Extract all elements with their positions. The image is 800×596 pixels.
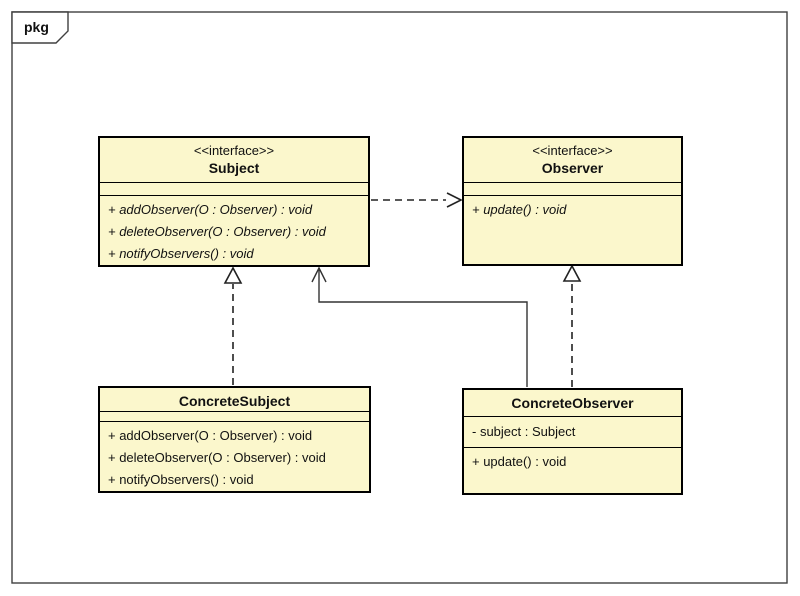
methods-compartment: + update() : void bbox=[464, 196, 681, 264]
class-subject[interactable]: <<interface>> Subject + addObserver(O : … bbox=[98, 136, 370, 267]
realization-concreteobserver-observer bbox=[562, 264, 582, 387]
method-line: + update() : void bbox=[472, 454, 567, 469]
stereotype-label: <<interface>> bbox=[532, 143, 613, 158]
open-arrowhead-icon bbox=[446, 192, 463, 208]
class-concrete-observer[interactable]: ConcreteObserver - subject : Subject + u… bbox=[462, 388, 683, 495]
class-title: ConcreteSubject bbox=[100, 388, 369, 413]
attributes-compartment bbox=[464, 183, 681, 196]
package-tab bbox=[11, 11, 69, 44]
attribute-line: - subject : Subject bbox=[472, 424, 576, 439]
method-line: + notifyObservers() : void bbox=[108, 246, 254, 261]
method-line: + notifyObservers() : void bbox=[108, 472, 254, 487]
methods-compartment: + addObserver(O : Observer) : void + del… bbox=[100, 422, 369, 491]
realization-concretesubject-subject bbox=[223, 266, 243, 385]
attributes-compartment bbox=[100, 183, 368, 196]
method-line: + addObserver(O : Observer) : void bbox=[108, 202, 313, 217]
package-tab-label: pkg bbox=[24, 19, 49, 35]
method-line: + deleteObserver(O : Observer) : void bbox=[108, 450, 326, 465]
stereotype-label: <<interface>> bbox=[193, 143, 275, 158]
class-name: Subject bbox=[208, 160, 260, 176]
attributes-compartment bbox=[100, 412, 369, 422]
attributes-compartment: - subject : Subject bbox=[464, 417, 681, 448]
class-observer[interactable]: <<interface>> Observer + update() : void bbox=[462, 136, 683, 266]
dependency-subject-observer bbox=[371, 192, 463, 208]
association-concreteobserver-subject bbox=[311, 266, 528, 387]
class-name: ConcreteObserver bbox=[511, 395, 634, 411]
class-name: ConcreteSubject bbox=[178, 393, 291, 409]
class-title: ConcreteObserver bbox=[464, 390, 681, 417]
hollow-triangle-arrowhead-icon bbox=[223, 266, 243, 284]
method-line: + update() : void bbox=[472, 202, 567, 217]
method-line: + addObserver(O : Observer) : void bbox=[108, 428, 313, 443]
methods-compartment: + update() : void bbox=[464, 448, 681, 493]
class-name: Observer bbox=[541, 160, 604, 176]
package-frame bbox=[11, 11, 788, 584]
class-concrete-subject[interactable]: ConcreteSubject + addObserver(O : Observ… bbox=[98, 386, 371, 493]
open-arrowhead-icon bbox=[311, 266, 327, 283]
class-title: <<interface>> Observer bbox=[464, 138, 681, 183]
methods-compartment: + addObserver(O : Observer) : void + del… bbox=[100, 196, 368, 265]
class-title: <<interface>> Subject bbox=[100, 138, 368, 183]
hollow-triangle-arrowhead-icon bbox=[562, 264, 582, 282]
method-line: + deleteObserver(O : Observer) : void bbox=[108, 224, 326, 239]
